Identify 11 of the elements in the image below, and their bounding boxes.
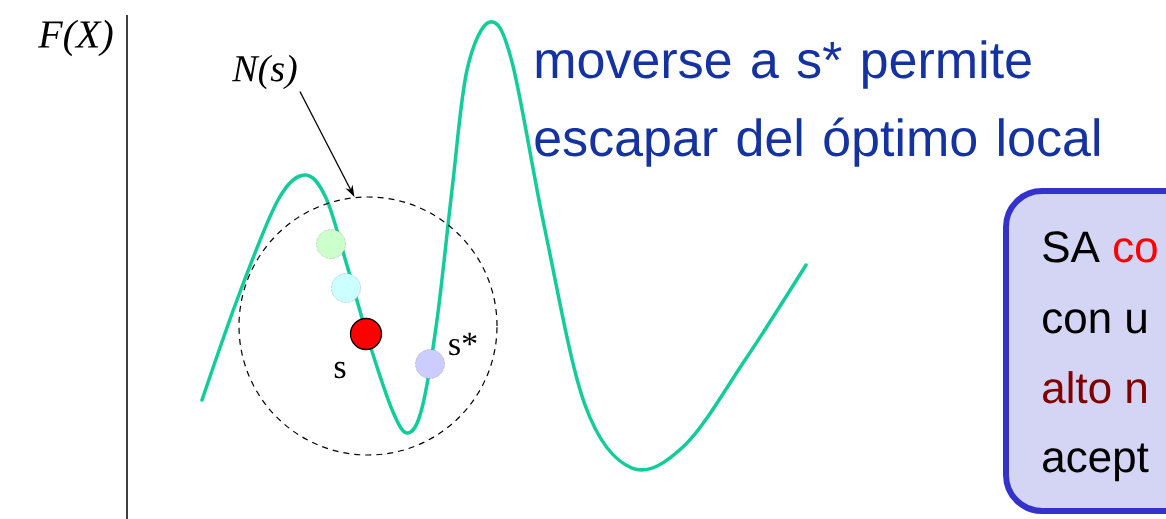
neighbourhood-label: N(s) — [232, 54, 297, 90]
candidate-solution-dot — [415, 349, 445, 379]
current-solution-dot — [349, 317, 383, 351]
solution-dot — [331, 273, 361, 303]
point-label: s — [334, 361, 346, 379]
solution-dot — [316, 229, 346, 259]
point-label: s* — [449, 332, 477, 356]
neighbourhood-circle — [238, 196, 498, 456]
annotation-text: moverse a s* permite escapar del óptimo local — [535, 40, 1099, 167]
text-box: SA co con u alto n acept — [1003, 188, 1166, 514]
axis-label: F(X) — [38, 19, 113, 57]
